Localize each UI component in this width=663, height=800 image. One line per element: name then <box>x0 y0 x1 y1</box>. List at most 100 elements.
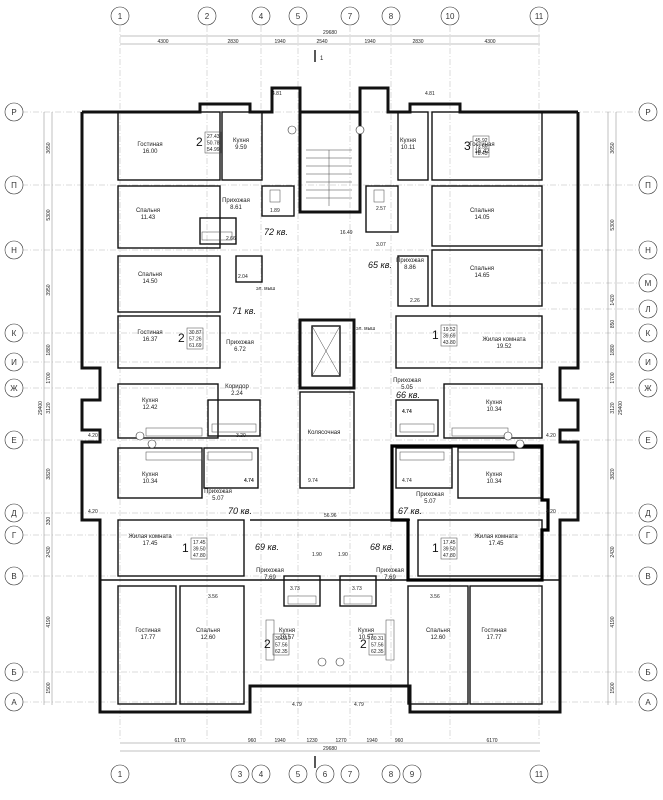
dim-top-2: 2830 <box>227 39 238 45</box>
axis-right-6-label: И <box>645 358 651 367</box>
apt-area-line: 78.45 <box>475 151 488 157</box>
dim-bottom-4: 1230 <box>306 738 317 744</box>
dim-bottom-2: 960 <box>248 738 257 744</box>
apt-area-line: 54.99 <box>207 147 220 153</box>
axis-left-4-label: И <box>11 358 17 367</box>
axis-left-1-label: П <box>11 181 17 190</box>
room-name: Спальня <box>426 628 450 634</box>
dim-right-1: 3650 <box>610 142 616 153</box>
room-area: 5.07 <box>424 499 436 505</box>
dims-right: 3650 5300 1420 850 1880 1700 3120 3820 2… <box>610 142 624 693</box>
axis-right-4-label: Л <box>645 305 650 314</box>
room-area: 5.05 <box>401 385 413 391</box>
apt-label-68: 68 кв. <box>370 542 394 552</box>
dim-bottom-5: 1270 <box>335 738 346 744</box>
room-name: Кухня <box>279 628 295 634</box>
axis-bottom-8-label: 11 <box>535 770 544 779</box>
apt-area-line: 30.31 <box>371 636 384 642</box>
dim-right-5: 1880 <box>610 344 616 355</box>
room-area: 6.72 <box>234 347 246 353</box>
dim-right-9: 2430 <box>610 546 616 557</box>
grid-lines-horizontal <box>22 111 640 703</box>
dim-top-5: 1940 <box>364 39 375 45</box>
dim-right-11: 1500 <box>610 682 616 693</box>
room-area: 7.69 <box>264 575 276 581</box>
axis-top-1: 2 <box>197 6 217 26</box>
dim-bottom-1: 6170 <box>174 738 185 744</box>
apt-area-line: 61.69 <box>189 343 202 349</box>
dim-left-4: 1880 <box>46 344 52 355</box>
room-area: 7.69 <box>384 575 396 581</box>
axis-right-3-label: М <box>645 279 652 288</box>
room-area: 16.37 <box>142 337 158 343</box>
room-name: Кухня <box>400 138 416 144</box>
dim-left-1: 3650 <box>46 142 52 153</box>
dim-left-3: 3950 <box>46 284 52 295</box>
room-area: 11.43 <box>141 215 156 221</box>
area-tag-23: 3.73 <box>290 586 300 592</box>
apt-label-72: 72 кв. <box>264 227 288 237</box>
apt-area-line: 17.45 <box>443 540 456 546</box>
inner-walls <box>117 110 550 705</box>
axis-left-8: Г <box>4 525 24 545</box>
area-tag-7: 2.04 <box>238 274 248 280</box>
room-area: 10.34 <box>486 407 502 413</box>
axis-bottom-5-label: 7 <box>348 770 353 779</box>
axis-top-7: 11 <box>529 6 549 26</box>
room-name: Кухня <box>233 138 249 144</box>
dim-top-6: 2830 <box>412 39 423 45</box>
room-name: Гостиная <box>481 628 506 634</box>
axis-top-6-label: 10 <box>446 12 455 21</box>
axis-right-11: В <box>638 566 658 586</box>
room-area: 17.77 <box>140 635 156 641</box>
dim-left-9: 2430 <box>46 546 52 557</box>
axis-right-2-label: Н <box>645 246 651 255</box>
apt-area-line: 57.56 <box>275 643 288 649</box>
room-name: Кухня <box>142 472 158 478</box>
area-tag-4: 2.66 <box>226 236 236 242</box>
dim-top-1: 4300 <box>157 39 168 45</box>
dim-left-2: 5300 <box>46 209 52 220</box>
room-name: Кухня <box>486 472 502 478</box>
area-tag-14: 4.20 <box>88 433 98 439</box>
axis-right-1: П <box>638 175 658 195</box>
axis-left-9: В <box>4 566 24 586</box>
area-tag-12: 4.74 <box>402 478 412 484</box>
dim-right-4: 850 <box>610 320 616 329</box>
apt-label-71: 71 кв. <box>232 306 256 316</box>
room-area: 8.86 <box>404 265 416 271</box>
dims-bottom: 6170 960 1940 1230 1270 1940 960 6170 <box>174 738 497 744</box>
room-name: Колясочная <box>308 430 341 436</box>
area-tag-8: 2.26 <box>410 298 420 304</box>
area-tag-21: 1.90 <box>312 552 322 558</box>
room-area: 17.77 <box>486 635 502 641</box>
area-tag-13: 4.74 <box>402 409 412 415</box>
room-area: 10.57 <box>279 635 295 641</box>
apt-area-line: 19.52 <box>443 327 456 333</box>
apt-room-count: 3 <box>464 139 471 153</box>
apt-area-line: 57.56 <box>371 643 384 649</box>
area-tag-2: 1.89 <box>270 208 280 214</box>
apt-room-count: 1 <box>432 541 439 555</box>
apt-area-line: 50.78 <box>207 141 220 147</box>
room-name: Прихожая <box>376 568 404 574</box>
room-area: 12.42 <box>142 405 158 411</box>
apt-label-67: 67 кв. <box>398 506 422 516</box>
room-area: 10.34 <box>142 479 158 485</box>
apt-label-69: 69 кв. <box>255 542 279 552</box>
axis-right-13-label: А <box>645 698 651 707</box>
axis-right-12: Б <box>638 662 658 682</box>
room-area: 16.00 <box>142 149 158 155</box>
